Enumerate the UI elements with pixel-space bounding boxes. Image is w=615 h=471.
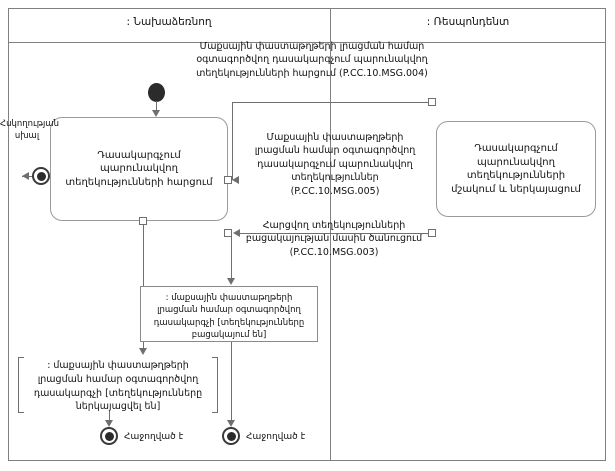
lane-vertical-divider bbox=[330, 8, 331, 461]
message-label-msg-004: Մաքսային փաստաթղթերի լրացման համար օգտագ… bbox=[196, 41, 428, 79]
edge-msg003-horizontal bbox=[236, 233, 432, 234]
edge-msg005-down bbox=[232, 102, 233, 180]
final-node-success-right-label: Հաջողված է bbox=[246, 432, 306, 442]
lane-title-initiator: : Նախաձեռնող bbox=[126, 16, 212, 28]
edge-note-to-final-right bbox=[231, 342, 232, 425]
object-node-absent-note: : մաքսային փաստաթղթերի լրացման համար օգտ… bbox=[140, 286, 318, 342]
arrowhead-initial-to-request bbox=[152, 110, 160, 117]
arrowhead-msg005-into-request bbox=[232, 176, 239, 184]
arrowhead-msg003-into-request bbox=[233, 229, 240, 237]
arrowhead-request-to-error-final bbox=[22, 172, 29, 180]
activity-label-request: Դասակարգչում պարունակվող տեղեկություններ… bbox=[65, 149, 213, 188]
arrowhead-msg003-to-note bbox=[227, 278, 235, 285]
object-node-absent-label: : մաքսային փաստաթղթերի լրացման համար օգտ… bbox=[153, 293, 305, 340]
message-label-msg-005: Մաքսային փաստաթղթերի լրացման համար օգտագ… bbox=[254, 132, 416, 197]
activity-label-process: Դասակարգչում պարունակվող տեղեկություններ… bbox=[451, 143, 581, 195]
lane-header-divider bbox=[8, 42, 606, 43]
pin-request-msg005-in bbox=[224, 176, 232, 184]
final-node-success-right bbox=[222, 427, 240, 445]
state-label-presented: : մաքսային փաստաթղթերի լրացման համար օգտ… bbox=[18, 357, 218, 413]
diagram-frame bbox=[8, 8, 606, 461]
initial-node bbox=[148, 83, 165, 102]
pin-request-bottom-out bbox=[139, 217, 147, 225]
arrowhead-request-to-presented-state bbox=[139, 348, 147, 355]
message-label-msg-003: Հարցվող տեղեկությունների բացակայության մ… bbox=[245, 220, 423, 258]
final-node-error bbox=[32, 167, 50, 185]
final-node-success-left-label: Հաջողված է bbox=[124, 432, 184, 442]
error-label: Հսկողության սխալ bbox=[0, 119, 59, 141]
activity-node-request[interactable]: Դասակարգչում պարունակվող տեղեկություններ… bbox=[50, 117, 228, 221]
edge-initial-to-request bbox=[156, 101, 157, 112]
arrowhead-state-to-final-left bbox=[105, 420, 113, 427]
edge-msg005-top bbox=[232, 102, 436, 103]
final-node-success-left bbox=[100, 427, 118, 445]
state-label-presented-text: : մաքսային փաստաթղթերի լրացման համար օգտ… bbox=[33, 360, 203, 413]
lane-title-respondent: : Ռեսպոնդենտ bbox=[426, 16, 510, 28]
pin-process-msg005-out bbox=[428, 98, 436, 106]
edge-state-to-final-left bbox=[109, 411, 110, 425]
pin-process-msg003-out bbox=[428, 229, 436, 237]
arrowhead-note-to-final-right bbox=[227, 420, 235, 427]
activity-node-process[interactable]: Դասակարգչում պարունակվող տեղեկություններ… bbox=[436, 121, 596, 217]
edge-msg003-to-note bbox=[231, 233, 232, 279]
